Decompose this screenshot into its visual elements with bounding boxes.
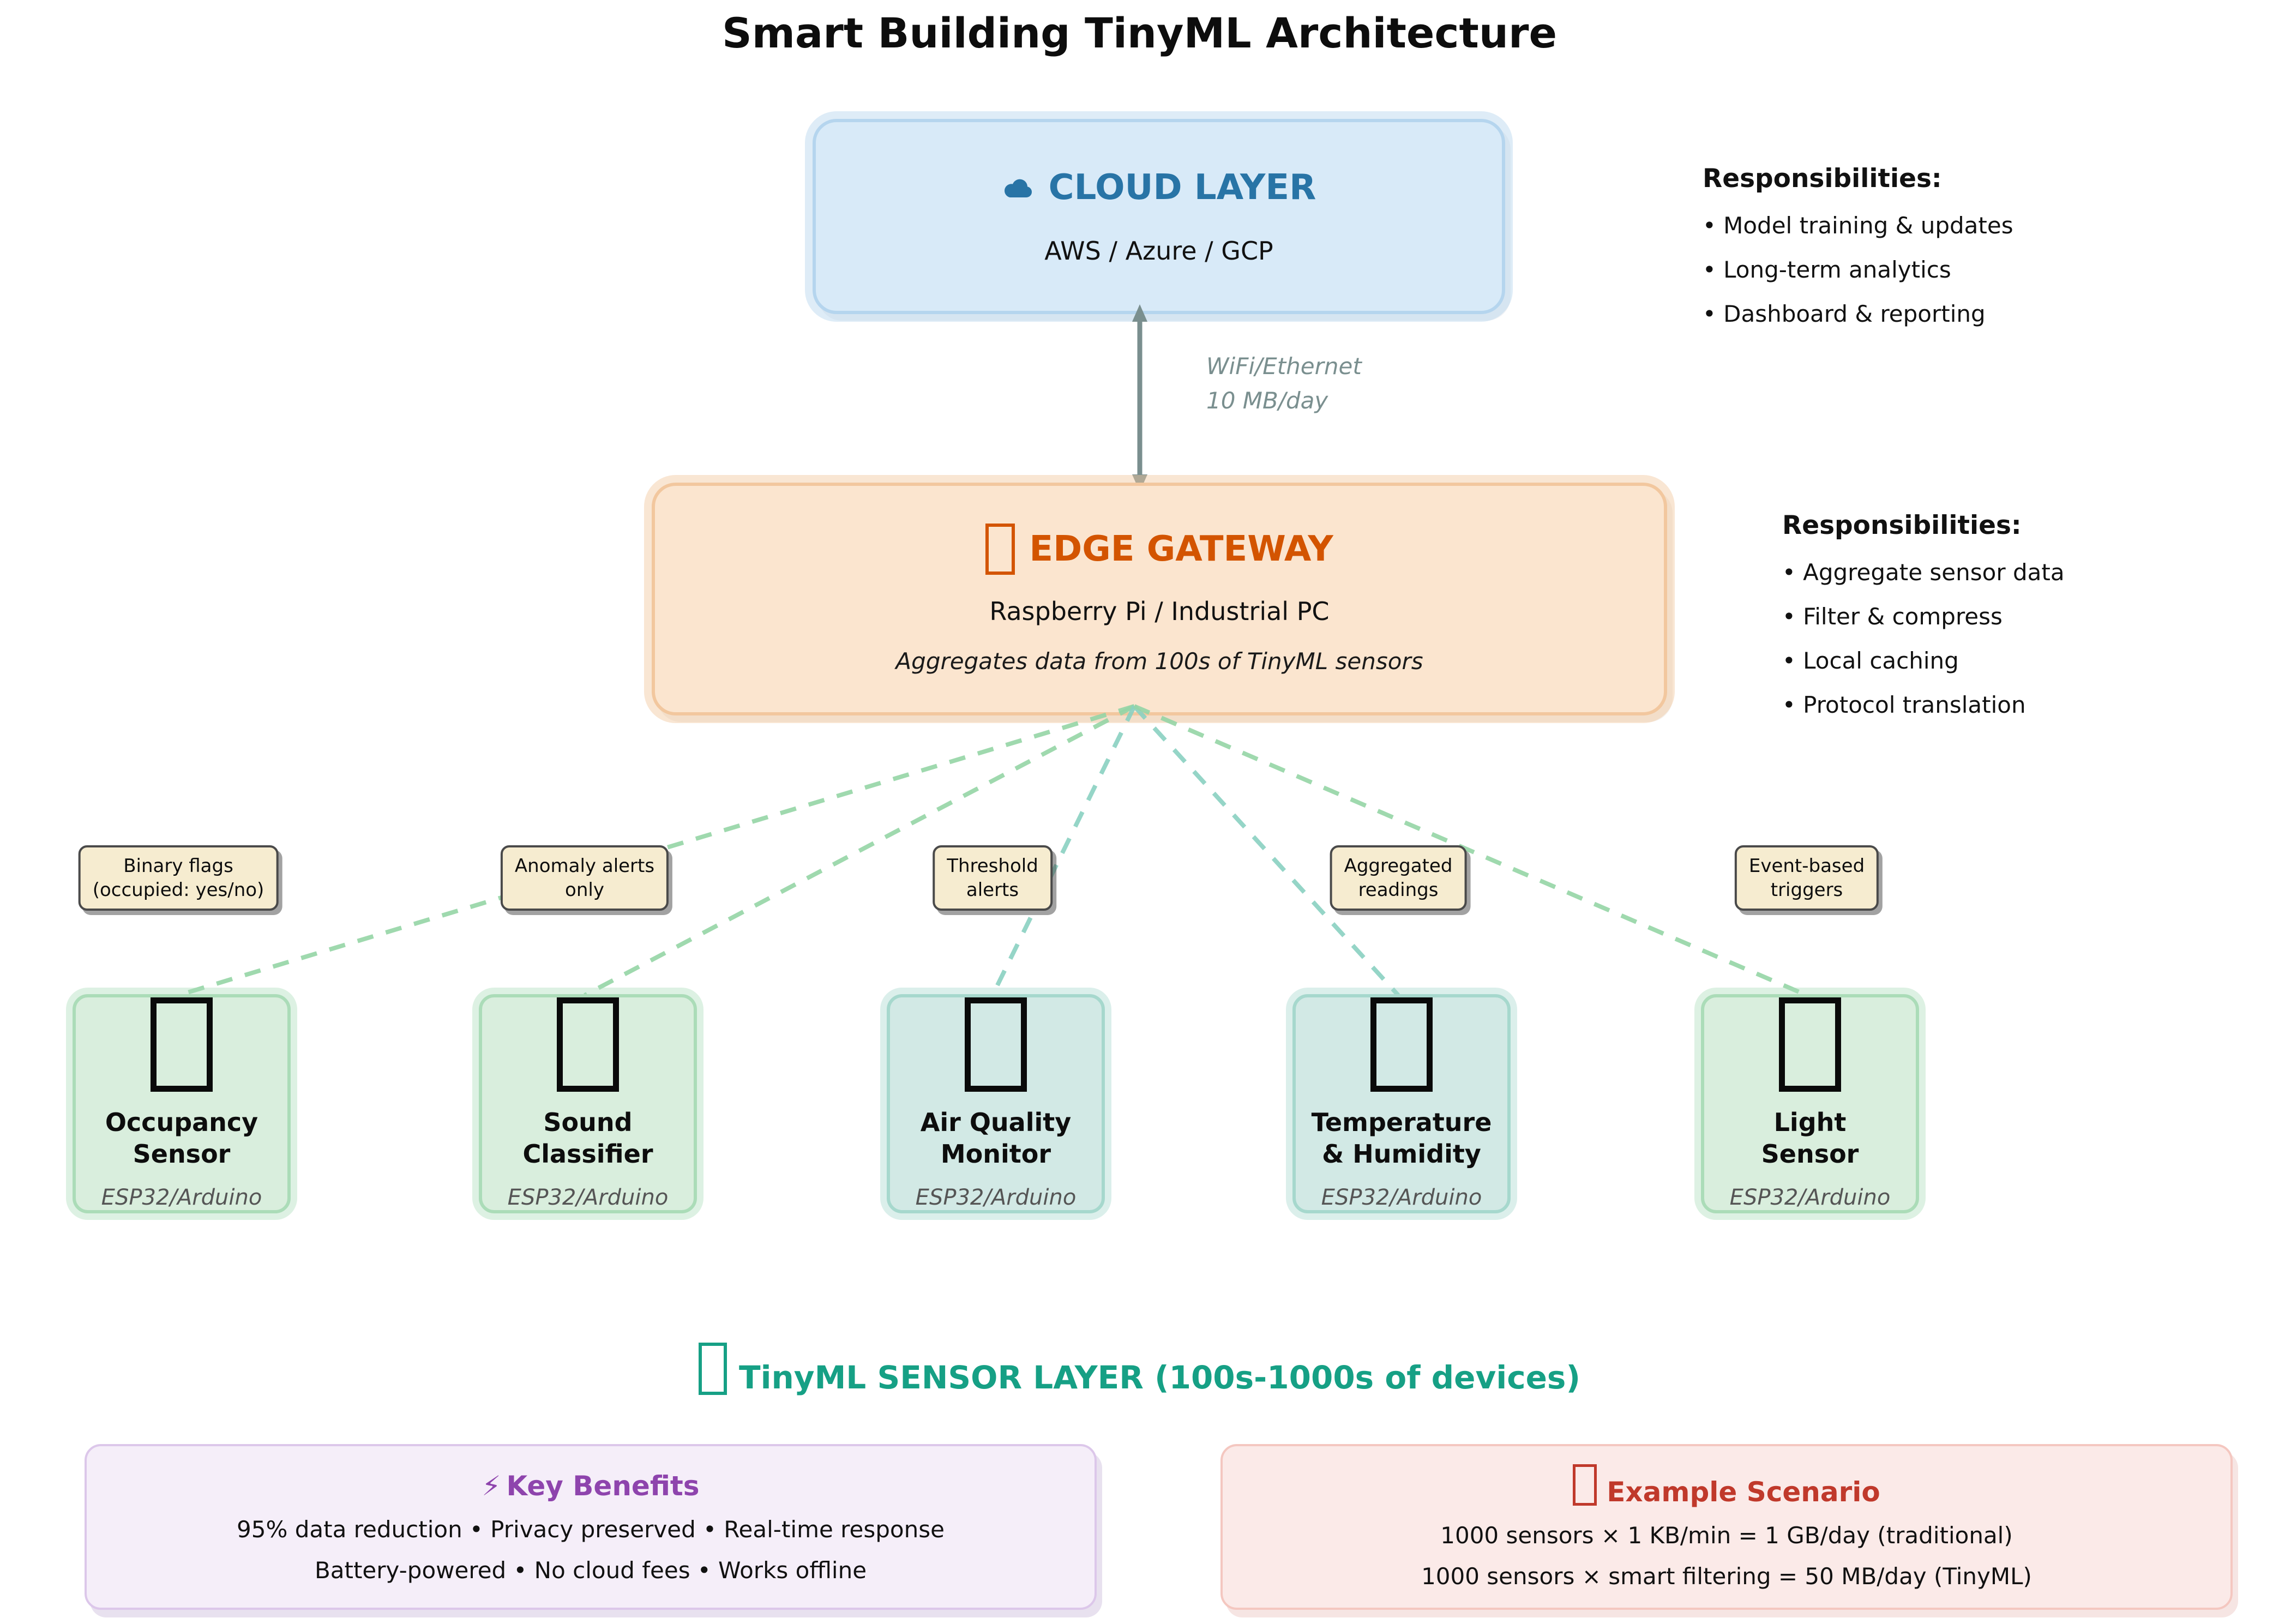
uplink-label-line1: WiFi/Ethernet (1206, 353, 1362, 380)
sensor-name: Occupancy Sensor (105, 1107, 258, 1170)
sensor-box-sound: Sound Classifier ESP32/Arduino (479, 994, 697, 1213)
key-benefits-box: ⚡Key Benefits 95% data reduction • Priva… (85, 1444, 1097, 1610)
edge-gateway-subtitle: Raspberry Pi / Industrial PC (989, 597, 1330, 626)
cloud-responsibility-item: • Model training & updates (1703, 212, 2013, 239)
tag-line: alerts (966, 879, 1019, 901)
edge-gateway-note: Aggregates data from 100s of TinyML sens… (895, 648, 1423, 675)
gateway-icon (985, 524, 1015, 575)
cloud-responsibility-item: • Dashboard & reporting (1703, 300, 1986, 327)
sensor-name-line: Sensor (1761, 1139, 1859, 1169)
edge-responsibility-item: • Filter & compress (1782, 603, 2003, 630)
sensor-layer-title-text: TinyML SENSOR LAYER (100s-1000s of devic… (739, 1359, 1580, 1396)
scenario-line: 1000 sensors × smart filtering = 50 MB/d… (1421, 1563, 2032, 1590)
sensor-box-air-quality: Air Quality Monitor ESP32/Arduino (887, 994, 1105, 1213)
antenna-icon (699, 1343, 727, 1395)
tag-line: triggers (1770, 879, 1843, 901)
sensor-name-line: Sound (543, 1108, 633, 1137)
sensor-platform: ESP32/Arduino (1729, 1185, 1891, 1210)
sensor-box-light: Light Sensor ESP32/Arduino (1701, 994, 1919, 1213)
sensor-name: Temperature & Humidity (1312, 1107, 1492, 1170)
edge-responsibility-item: • Aggregate sensor data (1782, 559, 2065, 586)
tag-line: only (565, 879, 604, 901)
tag-line: Aggregated (1344, 855, 1453, 877)
edge-gateway-box: EDGE GATEWAY Raspberry Pi / Industrial P… (652, 483, 1667, 715)
key-benefits-title: ⚡Key Benefits (482, 1470, 699, 1502)
cloud-edge-arrow (1132, 304, 1147, 492)
sensor-name-line: Sensor (133, 1139, 231, 1169)
sensor-box-temperature-humidity: Temperature & Humidity ESP32/Arduino (1292, 994, 1511, 1213)
sound-classifier-icon (557, 997, 619, 1092)
sensor-name-line: Monitor (940, 1139, 1051, 1169)
tag-line: Binary flags (123, 855, 233, 877)
sensor-platform: ESP32/Arduino (101, 1185, 262, 1210)
sensor-name: Sound Classifier (522, 1107, 653, 1170)
cloud-layer-title: CLOUD LAYER (1048, 167, 1316, 208)
cloud-layer-subtitle: AWS / Azure / GCP (1044, 236, 1273, 266)
lightning-icon: ⚡ (482, 1470, 501, 1502)
link-tag-event-triggers: Event-based triggers (1734, 845, 1879, 911)
sensor-platform: ESP32/Arduino (915, 1185, 1077, 1210)
tag-line: Event-based (1748, 855, 1865, 877)
tag-line: Threshold (947, 855, 1038, 877)
temperature-humidity-icon (1370, 997, 1433, 1092)
sensor-name: Air Quality Monitor (921, 1107, 1071, 1170)
cloud-responsibilities: Responsibilities: • Model training & upd… (1703, 164, 2237, 345)
example-scenario-title: Example Scenario (1573, 1464, 1880, 1508)
link-tag-binary-flags: Binary flags (occupied: yes/no) (78, 845, 279, 911)
scenario-line: 1000 sensors × 1 KB/min = 1 GB/day (trad… (1440, 1522, 2013, 1549)
air-quality-icon (965, 997, 1027, 1092)
cloud-responsibility-item: • Long-term analytics (1703, 256, 1951, 283)
sensor-name-line: Classifier (522, 1139, 653, 1169)
tag-line: (occupied: yes/no) (92, 879, 264, 901)
cloud-responsibilities-heading: Responsibilities: (1703, 164, 1942, 194)
edge-gateway-title: EDGE GATEWAY (1029, 529, 1333, 569)
abacus-icon (1573, 1464, 1597, 1506)
edge-responsibilities-heading: Responsibilities: (1782, 510, 2022, 540)
page-title: Smart Building TinyML Architecture (722, 9, 1557, 57)
sensor-name-line: Air Quality (920, 1108, 1072, 1137)
tag-line: Anomaly alerts (514, 855, 655, 877)
edge-responsibility-item: • Protocol translation (1782, 691, 2026, 718)
edge-responsibility-item: • Local caching (1782, 647, 1959, 674)
uplink-label-line2: 10 MB/day (1206, 387, 1328, 414)
example-scenario-title-text: Example Scenario (1607, 1476, 1880, 1508)
cloud-icon (1004, 179, 1032, 197)
example-scenario-box: Example Scenario 1000 sensors × 1 KB/min… (1220, 1444, 2233, 1610)
tag-line: readings (1358, 879, 1439, 901)
edge-responsibilities: Responsibilities: • Aggregate sensor dat… (1782, 510, 2279, 736)
key-benefits-title-text: Key Benefits (506, 1470, 700, 1502)
light-sensor-icon (1779, 997, 1841, 1092)
edge-gateway-title-row: EDGE GATEWAY (985, 524, 1333, 575)
cloud-layer-box: CLOUD LAYER AWS / Azure / GCP (813, 119, 1505, 314)
benefits-line: 95% data reduction • Privacy preserved •… (237, 1516, 945, 1543)
sensor-platform: ESP32/Arduino (1321, 1185, 1482, 1210)
uplink-label: WiFi/Ethernet 10 MB/day (1206, 349, 1362, 418)
link-tag-aggregated-readings: Aggregated readings (1330, 845, 1467, 911)
sensor-box-occupancy: Occupancy Sensor ESP32/Arduino (73, 994, 291, 1213)
sensor-links (177, 704, 1808, 997)
link-tag-threshold-alerts: Threshold alerts (933, 845, 1053, 911)
sensor-name-line: Light (1773, 1108, 1847, 1137)
sensor-name-line: Temperature (1311, 1108, 1492, 1137)
sensor-name: Light Sensor (1761, 1107, 1859, 1170)
occupancy-sensor-icon (151, 997, 213, 1092)
cloud-layer-title-row: CLOUD LAYER (1002, 167, 1316, 208)
sensor-platform: ESP32/Arduino (507, 1185, 669, 1210)
link-tag-anomaly-alerts: Anomaly alerts only (500, 845, 669, 911)
benefits-line: Battery-powered • No cloud fees • Works … (314, 1557, 867, 1584)
sensor-name-line: & Humidity (1322, 1139, 1481, 1169)
sensor-layer-title: TinyML SENSOR LAYER (100s-1000s of devic… (0, 1343, 2279, 1396)
sensor-name-line: Occupancy (105, 1108, 258, 1137)
